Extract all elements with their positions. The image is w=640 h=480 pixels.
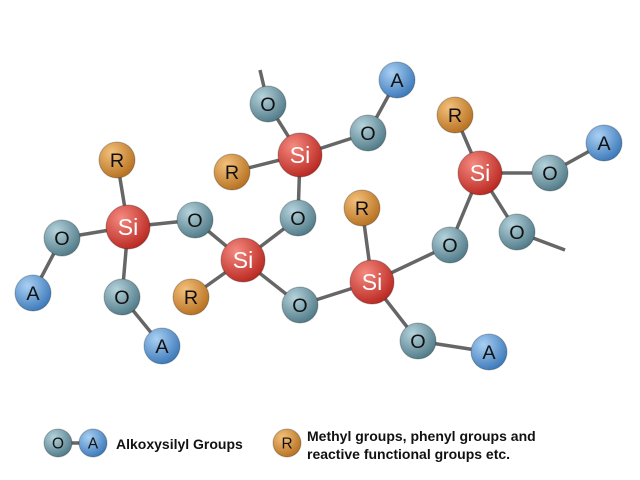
atom-label: A [597, 133, 611, 155]
atom-label: Si [290, 142, 310, 168]
atom-label: Si [118, 214, 138, 240]
o-atom: O [431, 226, 469, 264]
si-atom: Si [349, 259, 395, 305]
atom-label: O [410, 331, 425, 353]
atom-label: A [26, 283, 40, 305]
si-atom: Si [277, 132, 323, 178]
atom-label: O [187, 210, 202, 232]
atom-label: R [448, 105, 462, 127]
legend-r-line2: reactive functional groups etc. [307, 446, 511, 462]
si-atom: Si [220, 237, 266, 283]
o-atom: O [43, 219, 81, 257]
atom-label: R [110, 150, 124, 172]
o-atom: O [176, 201, 214, 239]
r-atom: R [172, 278, 210, 316]
a-atom: A [378, 61, 416, 99]
r-atom: R [343, 189, 381, 227]
si-atom: Si [457, 150, 503, 196]
si-atom: Si [105, 204, 151, 250]
o-atom: O [531, 154, 569, 192]
atom-label: O [509, 222, 524, 244]
atom-label: O [542, 163, 557, 185]
a-atom: A [143, 327, 181, 365]
atom-label: A [390, 70, 404, 92]
legend-r-line1: Methyl groups, phenyl groups and [307, 428, 536, 444]
a-atom: A [14, 274, 52, 312]
atom-label: O [292, 295, 307, 317]
a-atom: A [470, 333, 508, 371]
atom-label: A [482, 342, 496, 364]
a-atom: A [585, 124, 623, 162]
atom-label: O [114, 287, 129, 309]
o-atom: O [399, 322, 437, 360]
atom-label: A [155, 336, 169, 358]
o-atom: O [249, 85, 287, 123]
atom-label: O [260, 94, 275, 116]
atom-label: Si [470, 160, 490, 186]
o-atom: O [498, 213, 536, 251]
r-atom: R [213, 153, 251, 191]
atom-label: O [54, 228, 69, 250]
legend-a-atom: A [78, 428, 108, 458]
legend-r-atom: R [272, 428, 302, 458]
o-atom: O [103, 278, 141, 316]
atom-label: R [225, 162, 239, 184]
atom-label: O [360, 123, 375, 145]
atom-label: Si [233, 247, 253, 273]
atom-label: O [290, 208, 305, 230]
r-atom: R [98, 141, 136, 179]
r-atom: R [436, 96, 474, 134]
atom-label: Si [362, 269, 382, 295]
atom-label: O [442, 235, 457, 257]
atom-label: O [52, 435, 64, 452]
legend-r-groups-label: Methyl groups, phenyl groups and reactiv… [307, 427, 536, 463]
atom-label: R [355, 198, 369, 220]
o-atom: O [349, 114, 387, 152]
o-atom: O [279, 199, 317, 237]
atom-label: R [184, 287, 198, 309]
atom-label: A [88, 435, 99, 452]
legend-o-atom: O [43, 428, 73, 458]
atom-label: R [281, 435, 292, 452]
o-atom: O [281, 286, 319, 324]
legend-alkoxysilyl-label: Alkoxysilyl Groups [116, 436, 243, 452]
